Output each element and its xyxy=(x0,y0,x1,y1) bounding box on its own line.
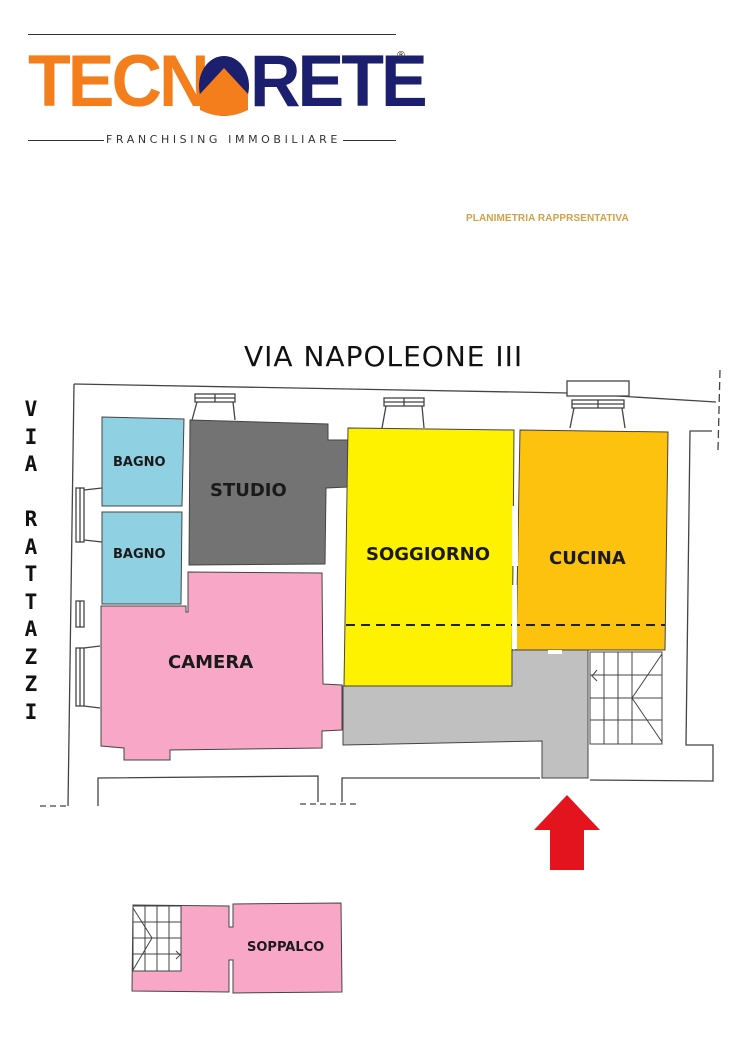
room-bagno-2 xyxy=(101,511,183,605)
street-letter: Z xyxy=(24,644,38,669)
plan-subtitle: PLANIMETRIA RAPPRSENTATIVA xyxy=(466,213,629,224)
label-bagno-1: BAGNO xyxy=(113,455,166,470)
logo-tagline: FRANCHISING IMMOBILIARE xyxy=(104,133,343,146)
logo-text-rete: RETE xyxy=(250,40,428,122)
label-studio: STUDIO xyxy=(210,480,287,501)
street-letter: T xyxy=(24,589,38,614)
street-letter: R xyxy=(24,507,38,531)
room-camera xyxy=(100,571,343,761)
entrance-arrow-icon xyxy=(534,795,600,870)
room-cucina xyxy=(515,429,669,651)
street-letter: I xyxy=(24,424,38,449)
outer-wall-bottom-left xyxy=(97,775,319,806)
house-roof-icon xyxy=(199,56,249,116)
street-label-top: VIA NAPOLEONE III xyxy=(244,340,524,373)
registered-mark: ® xyxy=(396,50,406,61)
brand-logo: TECN RETE ® FRANCHISING IMMOBILIARE xyxy=(28,32,428,152)
street-letter: A xyxy=(24,452,38,476)
street-letter: Z xyxy=(24,672,38,696)
street-letter: T xyxy=(24,562,38,586)
label-cucina: CUCINA xyxy=(549,548,626,569)
logo-text-tecn: TECN xyxy=(28,40,210,122)
logo-top-rule xyxy=(28,34,396,35)
street-letter: A xyxy=(24,617,38,641)
street-label-left: V I A R A T T A Z Z I xyxy=(18,396,44,726)
label-bagno-2: BAGNO xyxy=(113,547,166,562)
street-letter: I xyxy=(24,699,38,724)
outer-wall-right xyxy=(589,430,714,782)
street-letter: V xyxy=(24,397,38,421)
label-camera: CAMERA xyxy=(168,652,254,673)
label-soggiorno: SOGGIORNO xyxy=(366,544,491,565)
street-letter: A xyxy=(24,534,38,559)
label-soppalco: SOPPALCO xyxy=(247,940,325,955)
room-soppalco xyxy=(131,902,343,994)
staircase-main xyxy=(589,651,663,745)
corridor xyxy=(342,649,589,779)
room-bagno-1 xyxy=(101,416,185,507)
outer-wall-left xyxy=(67,383,75,807)
